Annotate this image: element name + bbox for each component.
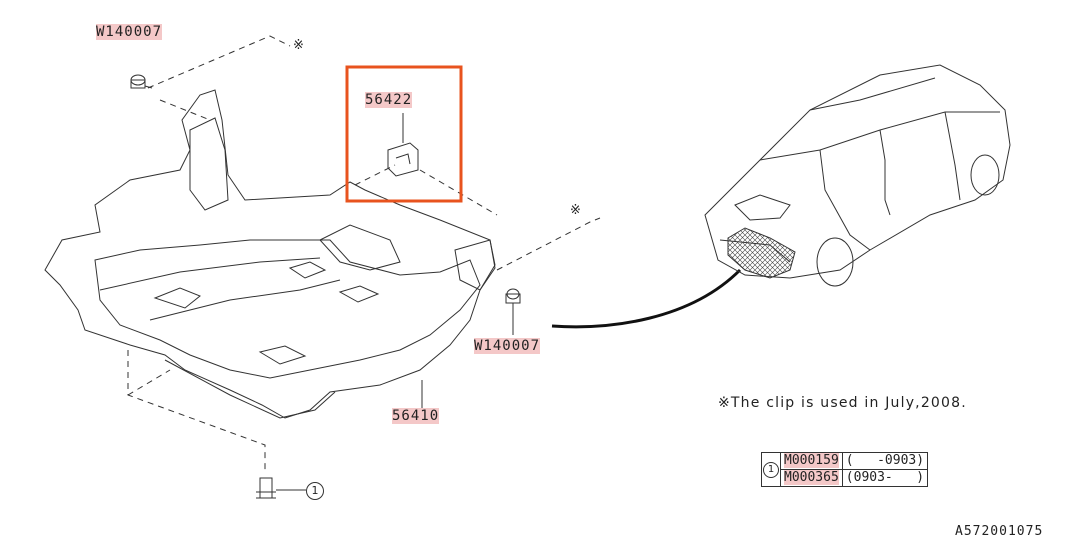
date-range-cell: ( -0903) xyxy=(841,452,929,470)
table-row: M000365 (0903- ) xyxy=(762,469,929,487)
cover-recess-4 xyxy=(258,345,307,365)
cover-bottom-edge xyxy=(164,359,336,419)
cover-ridge-1 xyxy=(99,257,321,291)
dashed-line-bottom xyxy=(127,350,266,470)
cover-recess-2 xyxy=(288,261,327,279)
dashed-line-clip xyxy=(354,164,396,186)
clip-date-note: ※The clip is used in July,2008. xyxy=(718,395,967,411)
part-number: M000365 xyxy=(784,470,839,485)
cover-recess-3 xyxy=(338,285,380,303)
table-ref-cell: 1 xyxy=(761,452,781,487)
cover-ridge-2 xyxy=(149,279,341,321)
bracket-56422 xyxy=(387,113,419,177)
label-highlight: 56410 xyxy=(392,408,440,424)
date-range-cell: (0903- ) xyxy=(841,469,929,487)
leader-curve xyxy=(551,268,742,329)
dashed-line-right xyxy=(496,217,601,271)
parts-table: 1 M000159 ( -0903) M000365 (0903- ) xyxy=(761,452,929,487)
dashed-line-top-2 xyxy=(159,99,211,121)
dashed-line-right-2 xyxy=(419,169,498,216)
diagram-code: A572001075 xyxy=(955,524,1044,539)
dashed-line-top xyxy=(147,35,291,89)
label-clip-top-left: W140007 xyxy=(96,24,163,40)
table-row: 1 M000159 ( -0903) xyxy=(761,452,929,487)
cover-bracket-area xyxy=(319,224,401,271)
label-clip-right: W140007 xyxy=(474,338,541,354)
label-bracket-56422: 56422 xyxy=(365,92,413,108)
clip-right xyxy=(505,288,521,335)
cover-front-flap xyxy=(189,117,229,211)
cover-side-flap xyxy=(454,239,496,291)
highlight-box xyxy=(345,65,463,203)
cover-recess-1 xyxy=(153,287,201,309)
grille-mesh xyxy=(727,227,796,279)
part-number-cell: M000365 xyxy=(780,469,843,487)
label-highlight: W140007 xyxy=(96,24,163,40)
bolt xyxy=(256,477,306,499)
part-number-cell: M000159 xyxy=(780,452,843,470)
dashed-line-bottom-2 xyxy=(127,369,171,396)
label-highlight: W140007 xyxy=(474,338,541,354)
label-highlight: 56422 xyxy=(365,92,413,108)
asterisk-top: ※ xyxy=(293,38,304,53)
under-cover-outline xyxy=(44,89,496,419)
part-number: M000159 xyxy=(784,453,839,468)
ref-circle-bolt: 1 xyxy=(306,482,324,500)
under-cover-inner xyxy=(94,239,481,379)
clip-top-left xyxy=(130,74,153,89)
label-cover-56410: 56410 xyxy=(392,408,440,424)
asterisk-right: ※ xyxy=(570,203,581,218)
ref-circle: 1 xyxy=(763,462,779,478)
